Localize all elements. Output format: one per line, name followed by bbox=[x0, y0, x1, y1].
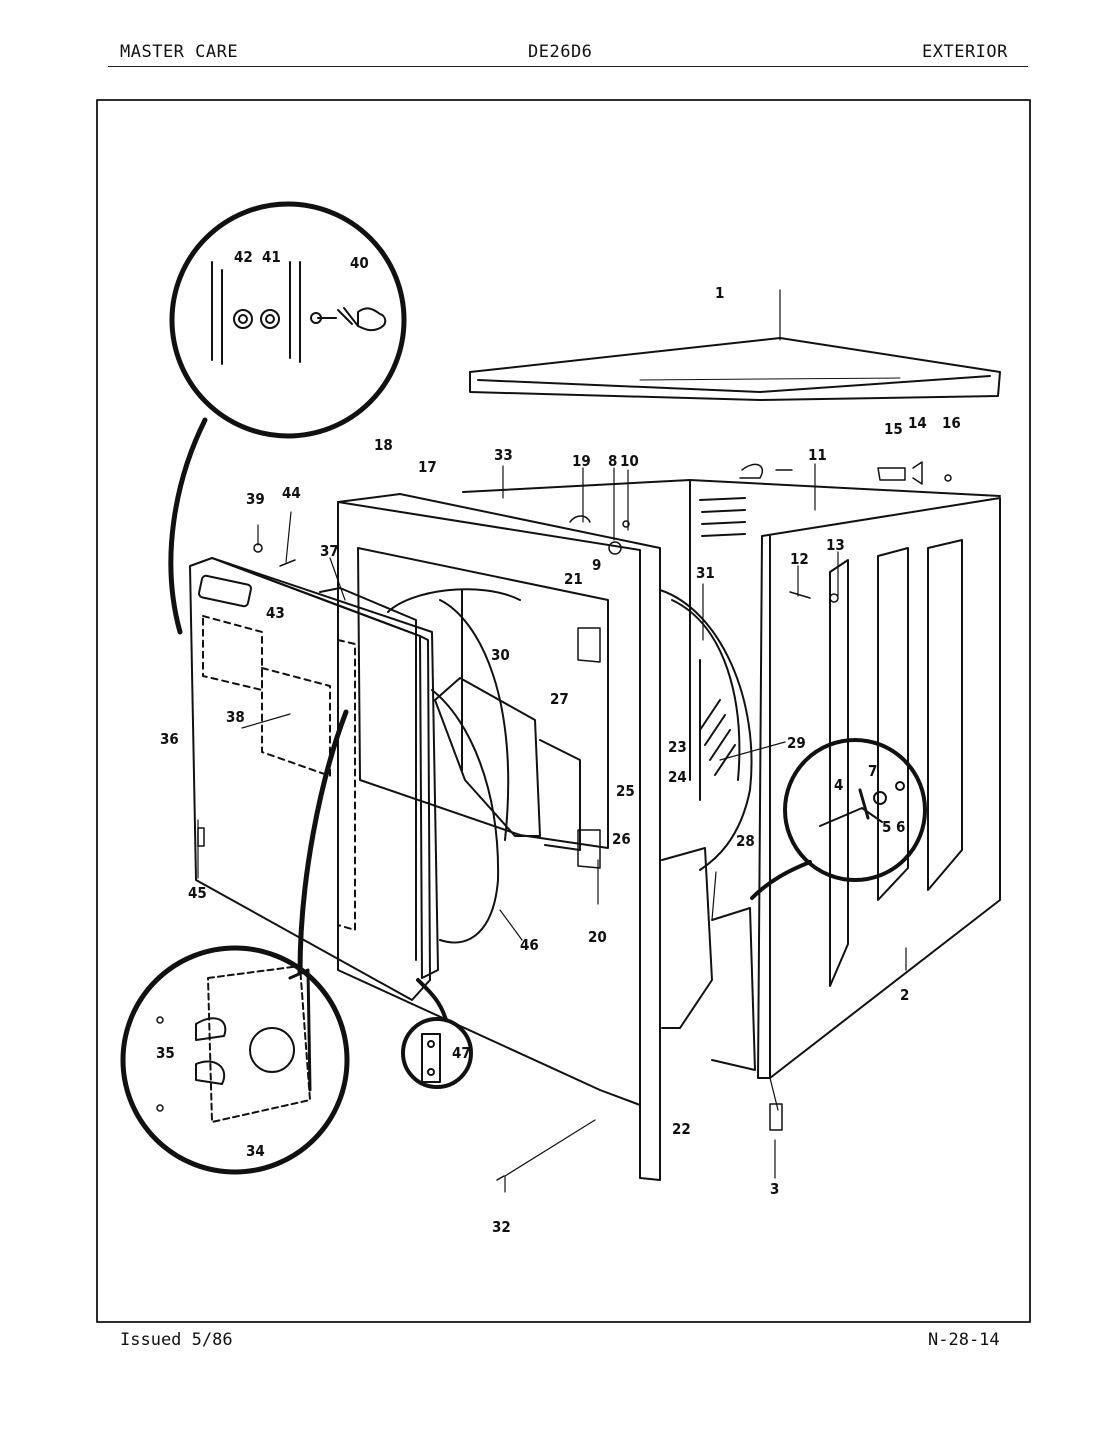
callout-22: 22 bbox=[672, 1120, 691, 1138]
callout-34: 34 bbox=[246, 1142, 265, 1160]
callout-28: 28 bbox=[736, 832, 755, 850]
inset-circle-bracket bbox=[783, 738, 927, 882]
side-panel bbox=[757, 497, 1001, 1079]
callout-18: 18 bbox=[374, 436, 393, 454]
callout-15: 15 bbox=[884, 420, 903, 438]
callout-40: 40 bbox=[350, 254, 369, 272]
arrow-bracket bbox=[750, 860, 812, 900]
callout-4: 4 bbox=[834, 776, 843, 794]
callout-7: 7 bbox=[868, 762, 877, 780]
top-panel bbox=[469, 337, 1001, 401]
toe-panel bbox=[661, 847, 756, 1071]
callout-30: 30 bbox=[491, 646, 510, 664]
callout-5: 5 bbox=[882, 818, 891, 836]
callout-31: 31 bbox=[696, 564, 715, 582]
callout-13: 13 bbox=[826, 536, 845, 554]
strike-inset-parts bbox=[421, 1033, 441, 1083]
callout-47: 47 bbox=[452, 1044, 471, 1062]
callout-41: 41 bbox=[262, 248, 281, 266]
callout-46: 46 bbox=[520, 936, 539, 954]
arrow-handle bbox=[168, 417, 208, 635]
callout-44: 44 bbox=[282, 484, 301, 502]
drum bbox=[659, 589, 753, 871]
header-brand: MASTER CARE bbox=[120, 42, 239, 62]
callout-20: 20 bbox=[588, 928, 607, 946]
header-model: DE26D6 bbox=[528, 42, 593, 62]
handle-inset-parts bbox=[211, 261, 387, 365]
footer-page-code: N-28-14 bbox=[928, 1330, 1000, 1350]
callout-11: 11 bbox=[808, 446, 827, 464]
inset-circle-hinge bbox=[120, 945, 350, 1175]
door-assembly bbox=[189, 557, 439, 1001]
callout-8: 8 bbox=[608, 452, 617, 470]
callout-33: 33 bbox=[494, 446, 513, 464]
callout-25: 25 bbox=[616, 782, 635, 800]
callout-39: 39 bbox=[246, 490, 265, 508]
callout-19: 19 bbox=[572, 452, 591, 470]
callout-29: 29 bbox=[787, 734, 806, 752]
callout-23: 23 bbox=[668, 738, 687, 756]
callout-9: 9 bbox=[592, 556, 601, 574]
callout-35: 35 bbox=[156, 1044, 175, 1062]
callout-43: 43 bbox=[266, 604, 285, 622]
callout-10: 10 bbox=[620, 452, 639, 470]
callout-37: 37 bbox=[320, 542, 339, 560]
callout-21: 21 bbox=[564, 570, 583, 588]
callout-3: 3 bbox=[770, 1180, 779, 1198]
callout-26: 26 bbox=[612, 830, 631, 848]
callout-1: 1 bbox=[715, 284, 724, 302]
arrow-strike bbox=[416, 978, 448, 1022]
callout-32: 32 bbox=[492, 1218, 511, 1236]
callout-14: 14 bbox=[908, 414, 927, 432]
door-seal bbox=[431, 689, 500, 944]
callout-45: 45 bbox=[188, 884, 207, 902]
callout-12: 12 bbox=[790, 550, 809, 568]
cabinet-body bbox=[462, 479, 1001, 801]
fasteners bbox=[156, 461, 952, 1181]
bracket-inset-parts bbox=[819, 781, 905, 827]
lint-housing bbox=[434, 677, 581, 851]
callout-42: 42 bbox=[234, 248, 253, 266]
diagram-frame bbox=[96, 99, 1031, 1323]
footer-issued: Issued 5/86 bbox=[120, 1330, 233, 1350]
inset-circle-strike bbox=[401, 1017, 473, 1089]
callout-2: 2 bbox=[900, 986, 909, 1004]
callout-6: 6 bbox=[896, 818, 905, 836]
hinge-inset-parts bbox=[195, 965, 312, 1123]
header-section: EXTERIOR bbox=[922, 42, 1008, 62]
header-rule bbox=[108, 66, 1028, 67]
callout-38: 38 bbox=[226, 708, 245, 726]
arrow-hinge bbox=[297, 709, 349, 975]
callout-16: 16 bbox=[942, 414, 961, 432]
callout-17: 17 bbox=[418, 458, 437, 476]
callout-27: 27 bbox=[550, 690, 569, 708]
leader-lines bbox=[197, 289, 907, 1193]
callout-36: 36 bbox=[160, 730, 179, 748]
callout-24: 24 bbox=[668, 768, 687, 786]
inset-circle-handle bbox=[169, 201, 407, 439]
callout-labels: 1 2 3 4 5 6 7 8 9 10 11 12 13 14 15 16 1… bbox=[156, 248, 961, 1236]
